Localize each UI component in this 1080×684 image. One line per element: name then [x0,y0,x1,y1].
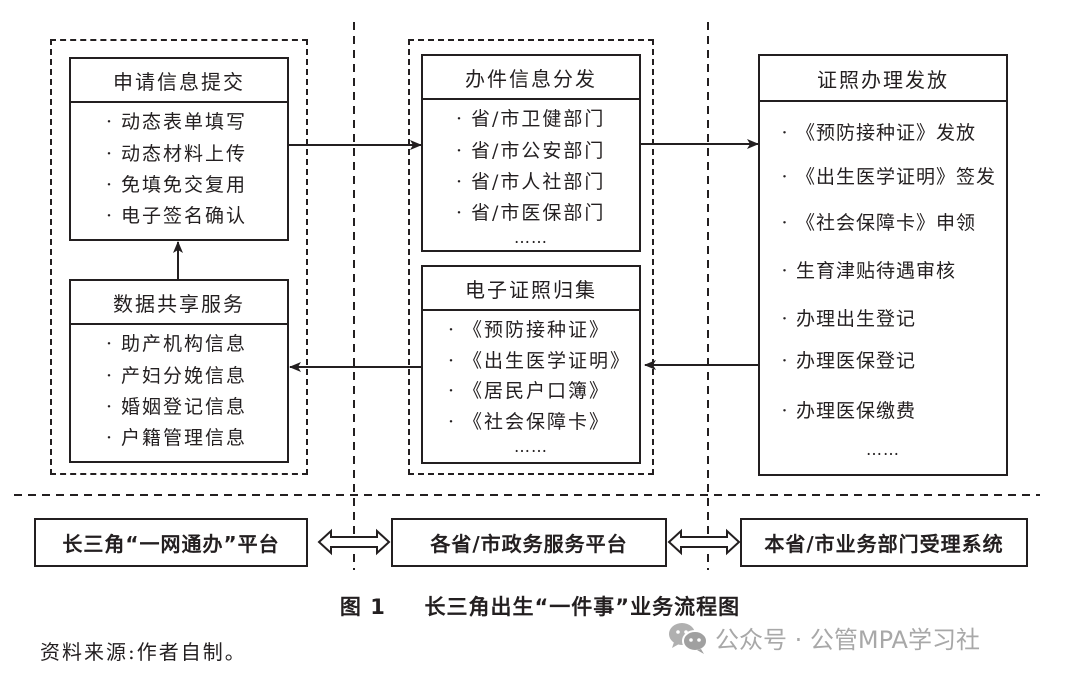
list-item: ·电子签名确认 [105,205,248,227]
more-ellipsis: …… [514,228,548,247]
wechat-icon [667,621,711,655]
more-ellipsis: …… [866,440,900,459]
list-item: ·办理医保缴费 [781,400,917,422]
figure-label: 图 1 [339,595,386,619]
list-item: ·产妇分娩信息 [105,365,248,387]
list-item: ·《出生医学证明》签发 [781,166,997,188]
left-group-container [50,39,308,475]
list-item: ·省/市卫健部门 [455,108,606,130]
platform-department-system: 本省/市业务部门受理系统 [740,518,1028,567]
list-item: ·省/市公安部门 [455,140,606,162]
dispatch-box: 办件信息分发 ·省/市卫健部门 ·省/市公安部门 ·省/市人社部门 ·省/市医保… [421,54,641,252]
double-arrow-2 [667,528,741,556]
issuance-box: 证照办理发放 ·《预防接种证》发放 ·《出生医学证明》签发 ·《社会保障卡》申领… [758,54,1008,476]
data-sharing-title: 数据共享服务 [71,281,287,325]
middle-group-container [408,39,654,475]
list-item: ·户籍管理信息 [105,427,248,449]
e-license-title: 电子证照归集 [423,267,639,311]
apply-submit-box: 申请信息提交 ·动态表单填写 ·动态材料上传 ·免填免交复用 ·电子签名确认 [69,57,289,241]
list-item: ·省/市人社部门 [455,171,606,193]
platform-provincial-gov-service: 各省/市政务服务平台 [391,518,667,567]
watermark: 公众号 · 公管MPA学习社 [667,620,980,655]
dispatch-title: 办件信息分发 [423,56,639,100]
watermark-text: 公众号 · 公管MPA学习社 [715,626,980,654]
list-item: ·《出生医学证明》 [447,350,632,372]
list-item: ·《居民户口簿》 [447,380,611,402]
list-item: ·《社会保障卡》申领 [781,212,977,234]
double-arrow-1 [317,528,391,556]
list-item: ·生育津贴待遇审核 [781,260,957,282]
source-note: 资料来源:作者自制。 [40,640,247,664]
platform-yangtze-delta: 长三角“一网通办”平台 [34,518,308,567]
more-ellipsis: …… [514,437,548,456]
list-item: ·助产机构信息 [105,333,248,355]
list-item: ·《社会保障卡》 [447,411,611,433]
figure-caption: 图 1 长三角出生“一件事”业务流程图 [300,591,780,621]
data-sharing-box: 数据共享服务 ·助产机构信息 ·产妇分娩信息 ·婚姻登记信息 ·户籍管理信息 [69,279,289,463]
list-item: ·动态材料上传 [105,143,248,165]
list-item: ·免填免交复用 [105,174,248,196]
list-item: ·办理医保登记 [781,350,917,372]
apply-submit-title: 申请信息提交 [71,59,287,103]
list-item: ·《预防接种证》 [447,319,611,341]
e-license-box: 电子证照归集 ·《预防接种证》 ·《出生医学证明》 ·《居民户口簿》 ·《社会保… [421,265,641,464]
list-item: ·婚姻登记信息 [105,396,248,418]
list-item: ·动态表单填写 [105,111,248,133]
list-item: ·办理出生登记 [781,308,917,330]
list-item: ·省/市医保部门 [455,202,606,224]
list-item: ·《预防接种证》发放 [781,122,977,144]
figure-title: 长三角出生“一件事”业务流程图 [424,595,741,619]
issuance-title: 证照办理发放 [760,56,1006,102]
